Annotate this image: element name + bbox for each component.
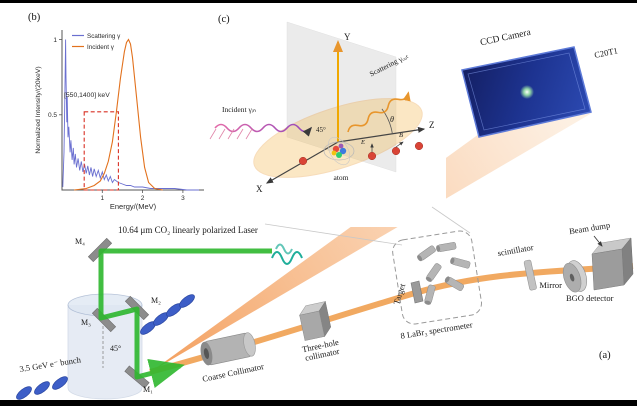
x-axis-label: Energy/(MeV) bbox=[110, 202, 157, 211]
scintillator-label: scintillator bbox=[497, 242, 535, 258]
scattering-geometry: (c) Y Z X θ 45° Incident γᵢₙ Scattering … bbox=[209, 14, 435, 194]
ccd-model-label: C20T1 bbox=[593, 45, 618, 60]
theta-label: θ bbox=[390, 115, 394, 124]
labr3-detectors bbox=[417, 242, 471, 305]
roi-annotation: [550,1400] keV bbox=[64, 92, 110, 99]
mirror-label: Mirror bbox=[539, 280, 562, 290]
field-electrons bbox=[298, 141, 424, 166]
ytick-1: 1 bbox=[53, 37, 57, 44]
panel-a-letter: (a) bbox=[599, 350, 611, 361]
target bbox=[410, 280, 424, 304]
x-axis-letter: X bbox=[256, 184, 263, 194]
inset-connector-right bbox=[431, 206, 471, 234]
interaction-chamber bbox=[67, 293, 143, 400]
electron-bunches bbox=[16, 294, 195, 400]
incident-wave bbox=[209, 123, 313, 140]
theta-arc bbox=[381, 108, 393, 135]
y-axis-letter: Y bbox=[344, 32, 351, 42]
e-field-label: E bbox=[360, 139, 365, 146]
bottom-bar bbox=[0, 400, 637, 406]
chart-legend: Scattering γ Incident γ bbox=[72, 33, 121, 51]
ccd-camera-label: CCD Camera bbox=[479, 28, 532, 49]
chart-axes bbox=[61, 30, 204, 191]
extraction-mirror bbox=[562, 260, 588, 293]
legend-label-scattering: Scattering γ bbox=[87, 33, 121, 40]
spectrometer-label: 8 LaBr₃ spectrometer bbox=[400, 319, 474, 340]
beam-spot bbox=[520, 85, 534, 99]
inset-connector-left bbox=[264, 223, 403, 246]
panel-b-letter: (b) bbox=[28, 12, 41, 23]
atom-label: atom bbox=[334, 173, 349, 182]
spectrometer-zone bbox=[392, 230, 483, 325]
b-field-label: B bbox=[399, 132, 403, 139]
legend-label-incident: Incident γ bbox=[87, 44, 115, 51]
top-bar bbox=[0, 0, 637, 3]
atom bbox=[323, 136, 355, 166]
polarization-hatching bbox=[209, 128, 253, 140]
xtick-2: 2 bbox=[141, 195, 145, 202]
scattering-series bbox=[62, 39, 199, 191]
laser-path bbox=[98, 248, 272, 388]
beamline-panel: 3.5 GeV e⁻ bunch M₄ M₂ M₃ M₁ 45° 10.64 μ… bbox=[16, 5, 634, 400]
z-axis-letter: Z bbox=[429, 120, 435, 130]
bgo-detector bbox=[591, 237, 634, 291]
scattering-plane bbox=[286, 21, 397, 173]
inset-angle-label: 45° bbox=[316, 126, 326, 134]
y-axis-label: Normalized Intensity/(20keV) bbox=[35, 66, 42, 153]
beam-dump-label: Beam dump bbox=[568, 220, 610, 236]
m4-label: M₄ bbox=[75, 237, 85, 246]
m3-label: M₃ bbox=[81, 318, 91, 327]
bgo-label: BGO detector bbox=[566, 293, 614, 303]
chart-ticks bbox=[59, 39, 184, 193]
xtick-1: 1 bbox=[100, 195, 104, 202]
beam-dump-arrow bbox=[593, 235, 603, 247]
m1-label: M₁ bbox=[143, 385, 153, 394]
laser-label: 10.64 μm CO₂ linearly polarized Laser bbox=[118, 225, 258, 235]
incident-label: Incident γᵢₙ bbox=[222, 105, 256, 114]
scintillator bbox=[523, 259, 537, 291]
ytick-05: 0.5 bbox=[48, 112, 57, 119]
z-axis-arrow bbox=[337, 126, 426, 143]
spectrum-chart: (b) 1 0.5 1 2 3 Normalized Intensity/(20… bbox=[28, 12, 204, 211]
gamma-cone bbox=[152, 113, 592, 371]
roi-box bbox=[83, 111, 119, 191]
m2-label: M₂ bbox=[151, 296, 161, 305]
panel-b-background bbox=[16, 5, 218, 221]
laser-pulse-icon bbox=[271, 243, 303, 265]
ccd-camera bbox=[461, 46, 592, 138]
b-field-arrow bbox=[395, 141, 404, 148]
scattered-wave bbox=[347, 91, 411, 133]
incident-series bbox=[74, 38, 163, 191]
xtick-3: 3 bbox=[181, 195, 185, 202]
panel-c-letter: (c) bbox=[218, 14, 230, 25]
three-hole-collimator-label: Three-hole collimator bbox=[301, 336, 341, 364]
chamber-angle-label: 45° bbox=[110, 344, 121, 353]
three-hole-collimator: Three-hole collimator bbox=[299, 300, 341, 364]
